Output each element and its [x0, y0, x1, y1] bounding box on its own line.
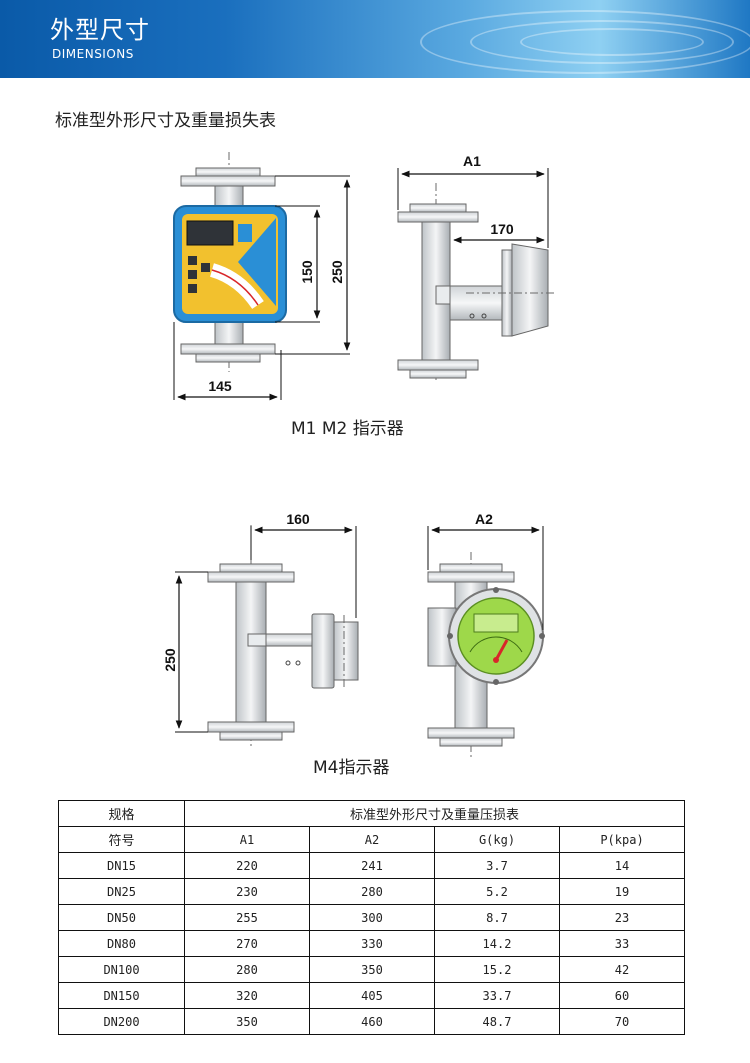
header-cell: A2: [309, 826, 435, 853]
table-cell: 330: [309, 930, 435, 957]
m4-side-view: A2: [427, 511, 545, 760]
table-cell: DN100: [58, 956, 185, 983]
m4-front-view: 160 250: [162, 511, 359, 748]
table-cell: 280: [309, 878, 435, 905]
table-cell: 350: [309, 956, 435, 983]
header-cell: P(kpa): [558, 826, 686, 853]
caption-m4: M4指示器: [313, 758, 390, 778]
table-header-row: 符号 A1 A2 G(kg) P(kpa): [58, 826, 686, 853]
table-cell: 19: [558, 878, 686, 905]
caption-m1m2: M1 M2 指示器: [291, 419, 404, 439]
dim-145: 145: [208, 378, 232, 394]
table-cell: 48.7: [434, 1008, 560, 1035]
table-cell: 23: [558, 904, 686, 931]
page-title: 外型尺寸: [50, 16, 150, 44]
table-cell: DN200: [58, 1008, 185, 1035]
table-cell: DN15: [58, 852, 185, 879]
section-heading: 标准型外形尺寸及重量损失表: [55, 111, 276, 131]
table-cell: DN150: [58, 982, 185, 1009]
table-cell: 320: [184, 982, 310, 1009]
table-cell: 14: [558, 852, 686, 879]
dim-a1: A1: [463, 153, 481, 169]
table-cell: 15.2: [434, 956, 560, 983]
header-cell: A1: [184, 826, 310, 853]
table-cell: 230: [184, 878, 310, 905]
dim-160: 160: [286, 511, 310, 527]
table-cell: 60: [558, 982, 686, 1009]
banner-swirl: [520, 28, 704, 56]
table-cell: 70: [558, 1008, 686, 1035]
dim-170: 170: [490, 221, 514, 237]
lcd-display: [186, 220, 234, 246]
banner-swirl: [470, 20, 734, 64]
table-cell: 270: [184, 930, 310, 957]
table-cell: 33: [558, 930, 686, 957]
header-banner: 外型尺寸 DIMENSIONS: [0, 0, 750, 78]
spec-table: 规格 标准型外形尺寸及重量压损表 符号 A1 A2 G(kg) P(kpa) D…: [58, 800, 686, 1035]
group-label-cell: 规格: [58, 800, 185, 827]
dim-250: 250: [329, 260, 345, 284]
header-cell: 符号: [58, 826, 185, 853]
table-cell: 350: [184, 1008, 310, 1035]
table-title-row: 规格 标准型外形尺寸及重量压损表: [58, 800, 686, 827]
dim-150: 150: [299, 260, 315, 284]
table-cell: 8.7: [434, 904, 560, 931]
dim-250-m4: 250: [162, 648, 178, 672]
dim-a2: A2: [475, 511, 493, 527]
table-cell: 300: [309, 904, 435, 931]
dimension-drawings: 150 250 145 A1 170: [162, 152, 556, 760]
table-cell: DN80: [58, 930, 185, 957]
table-cell: 14.2: [434, 930, 560, 957]
table-cell: 5.2: [434, 878, 560, 905]
table-cell: 241: [309, 852, 435, 879]
table-cell: 220: [184, 852, 310, 879]
page-subtitle: DIMENSIONS: [52, 47, 134, 61]
table-cell: DN25: [58, 878, 185, 905]
m1m2-front-view: 150 250 145: [173, 152, 351, 401]
table-cell: 460: [309, 1008, 435, 1035]
table-cell: DN50: [58, 904, 185, 931]
table-cell: 42: [558, 956, 686, 983]
group-title-cell: 标准型外形尺寸及重量压损表: [183, 800, 686, 827]
table-cell: 405: [309, 982, 435, 1009]
table-cell: 3.7: [434, 852, 560, 879]
header-cell: G(kg): [434, 826, 560, 853]
banner-swirl: [420, 10, 750, 74]
table-cell: 33.7: [434, 982, 560, 1009]
table-cell: 280: [184, 956, 310, 983]
m1m2-side-view: A1 170: [397, 153, 556, 380]
table-cell: 255: [184, 904, 310, 931]
